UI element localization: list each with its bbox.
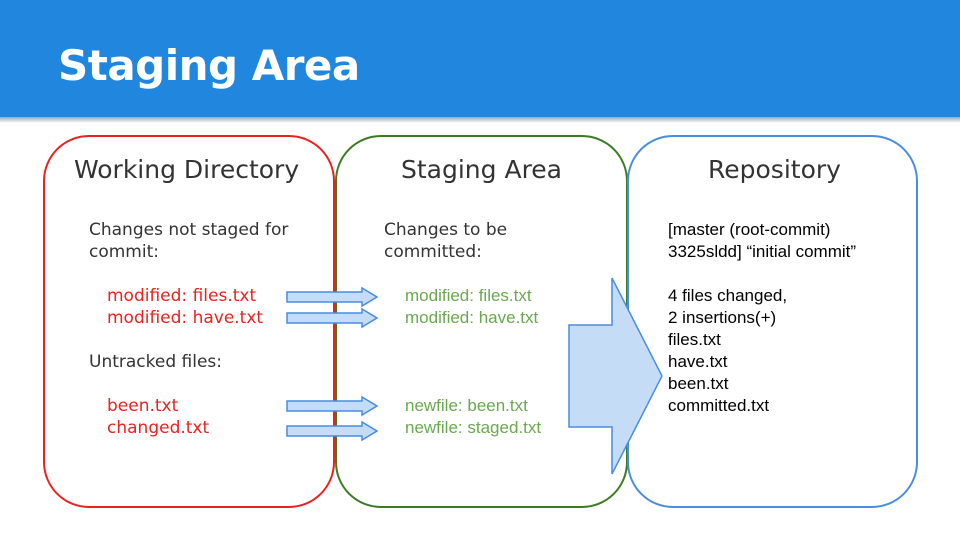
staged-new-file: newfile: staged.txt bbox=[405, 418, 542, 437]
working-directory-title: Working Directory bbox=[74, 155, 300, 184]
to-commit-heading-line1: Changes to be bbox=[384, 220, 508, 240]
commit-file-line: files.txt bbox=[668, 330, 721, 349]
staging-area-title: Staging Area bbox=[401, 155, 562, 184]
stage-arrow bbox=[286, 286, 379, 308]
stage-arrow-4 bbox=[286, 420, 379, 442]
commit-file-line: been.txt bbox=[668, 374, 729, 393]
stage-arrow-1 bbox=[286, 286, 379, 308]
commit-file-line: have.txt bbox=[668, 352, 728, 371]
stage-arrow bbox=[286, 307, 379, 329]
commit-stat-line: 4 files changed, bbox=[668, 286, 788, 305]
not-staged-heading-line1: Changes not staged for bbox=[89, 220, 289, 240]
repository-title: Repository bbox=[708, 155, 841, 184]
commit-file-line: committed.txt bbox=[668, 396, 770, 415]
staged-modified-file: modified: files.txt bbox=[405, 286, 532, 305]
slide-title: Staging Area bbox=[58, 41, 360, 90]
working-untracked-file: been.txt bbox=[107, 396, 179, 416]
stage-arrow-3 bbox=[286, 395, 379, 417]
stage-arrow bbox=[286, 420, 379, 442]
working-modified-file: modified: have.txt bbox=[107, 308, 264, 328]
commit-line1: [master (root-commit) bbox=[668, 220, 831, 239]
working-modified-file: modified: files.txt bbox=[107, 286, 257, 306]
commit-arrow bbox=[568, 277, 663, 475]
working-untracked-file: changed.txt bbox=[107, 418, 210, 438]
staged-modified-file: modified: have.txt bbox=[405, 308, 539, 327]
not-staged-heading-line2: commit: bbox=[89, 242, 159, 262]
untracked-heading: Untracked files: bbox=[89, 352, 223, 372]
commit-stat-line: 2 insertions(+) bbox=[668, 308, 777, 327]
commit-line2: 3325sldd] “initial commit” bbox=[668, 242, 857, 261]
title-bar-shadow bbox=[0, 117, 960, 123]
to-commit-heading-line2: committed: bbox=[384, 242, 482, 262]
stage-arrow bbox=[286, 395, 379, 417]
staged-new-file: newfile: been.txt bbox=[405, 396, 528, 415]
stage-arrow-2 bbox=[286, 307, 379, 329]
title-bar bbox=[0, 0, 960, 117]
